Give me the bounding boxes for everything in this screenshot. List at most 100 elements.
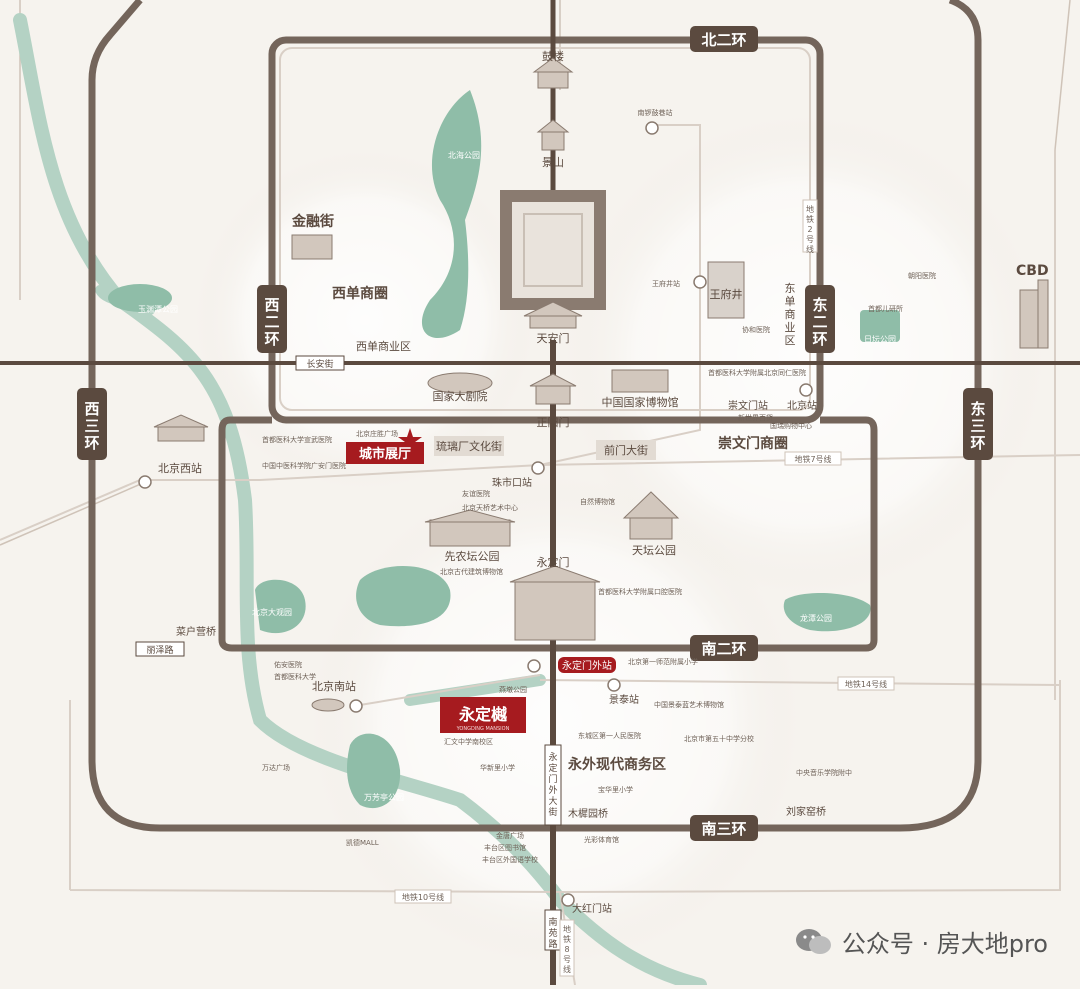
vertical-char: 街 xyxy=(548,806,557,818)
ring-roads xyxy=(88,0,982,832)
poi-wanda: 万达广场 xyxy=(262,763,290,772)
north2-label: 北二环 xyxy=(701,31,746,49)
beijing-station-label: 北京站 xyxy=(787,399,817,412)
vertical-char: 环 xyxy=(812,330,827,348)
xiannongtan-label: 先农坛公园 xyxy=(445,549,500,563)
muxiyuan-label: 木樨园桥 xyxy=(568,807,608,820)
metro-station-icon xyxy=(645,121,659,135)
wanfangting-park xyxy=(347,733,401,809)
liujiayao-label: 刘家窑桥 xyxy=(786,805,826,818)
beijing-west-label: 北京西站 xyxy=(158,461,202,475)
ritan-label: 日坛公园 xyxy=(864,334,896,344)
jingtai-label: 景泰站 xyxy=(609,693,639,706)
district-labels: 西单商圈 西单商业区 崇文门商圈 东单商业区 永外现代商务区 CBD 金融街 xyxy=(291,213,1049,773)
vertical-char: 2 xyxy=(807,225,812,234)
east2-label: 东二环 xyxy=(812,296,827,348)
zhushikou-label: 珠市口站 xyxy=(492,476,532,489)
yongdingmen-label: 永定门 xyxy=(537,555,570,569)
poi-youyi: 友谊医院 xyxy=(462,489,490,498)
vertical-char: 地 xyxy=(806,204,814,214)
vertical-char: 门 xyxy=(548,773,557,785)
third-ring xyxy=(88,0,982,832)
wanfangting-label: 万芳亭公园 xyxy=(364,792,404,802)
liulichang-label: 琉璃厂文化街 xyxy=(436,439,502,453)
wangfujing-label: 王府井 xyxy=(710,287,743,301)
metro-station-icon xyxy=(349,699,363,713)
vertical-char: 环 xyxy=(264,330,279,348)
vertical-char: 号 xyxy=(806,235,814,244)
subway-south-link xyxy=(359,674,541,706)
poi-baohua: 宝华里小学 xyxy=(598,785,633,794)
vertical-char: 大 xyxy=(548,795,557,807)
jinrong-label: 金融街 xyxy=(291,213,334,230)
poi-tongren: 首都医科大学附属北京同仁医院 xyxy=(708,368,806,377)
vertical-char: 定 xyxy=(548,762,557,774)
line7-label: 地铁7号线 xyxy=(794,454,831,464)
vertical-char: 业 xyxy=(785,321,796,334)
wangfujing-station-label: 王府井站 xyxy=(652,279,680,288)
poi-jinsheng: 金唐广场 xyxy=(496,831,524,840)
beijing-south-label: 北京南站 xyxy=(312,679,356,693)
chongwenmen-label: 崇文门站 xyxy=(728,399,768,412)
vertical-char: 东 xyxy=(785,282,796,295)
yongdingmenwai-label: 永定门外站 xyxy=(562,659,612,672)
chongwen-zone xyxy=(565,115,1045,595)
metro-station-icon xyxy=(561,893,575,907)
metro-station-icon xyxy=(799,383,813,397)
poi-guanganmen: 中国中医科学院广安门医院 xyxy=(262,461,346,470)
subway-line14 xyxy=(539,679,1061,686)
forbidden-city xyxy=(500,190,606,310)
west2-label: 西二环 xyxy=(264,296,279,348)
vertical-char: 8 xyxy=(564,945,569,954)
project-english-name: YONGDING MANSION xyxy=(456,726,510,732)
vertical-char: 环 xyxy=(84,434,99,452)
wechat-icon xyxy=(795,928,831,954)
poi-gudai: 北京古代建筑博物馆 xyxy=(440,567,503,576)
vertical-char: 铁 xyxy=(806,214,814,224)
poi-kaide: 凯德MALL xyxy=(346,838,379,847)
longtan-park xyxy=(783,593,871,632)
yuyuantan-park xyxy=(108,284,172,312)
landmark-labels: 鼓楼 景山 天安门 正阳门 永定门 国家大剧院 中国国家博物馆 天坛公园 先农坛… xyxy=(158,49,826,820)
yongwai-label: 永外现代商务区 xyxy=(567,756,666,773)
poi-guangcai: 光彩体育馆 xyxy=(584,835,619,844)
qianmen-label: 前门大街 xyxy=(604,443,648,457)
poi-ziran: 自然博物馆 xyxy=(580,497,615,506)
building-sketches xyxy=(153,57,1049,712)
dahongmen-label: 大红门站 xyxy=(572,902,612,915)
poi-wushi: 北京市第五十中学分校 xyxy=(684,734,754,743)
beihai-label: 北海公园 xyxy=(448,150,480,160)
museum-label: 中国国家博物馆 xyxy=(602,395,679,409)
line10-label: 地铁10号线 xyxy=(402,892,444,902)
vertical-char: 西 xyxy=(264,296,279,314)
poi-zhongyang-yinyue: 中央音乐学院附中 xyxy=(796,768,852,777)
exhibition-label: 城市展厅 xyxy=(359,446,411,462)
yongdingwai-label: 永定门外大街 xyxy=(548,751,557,818)
vertical-char: 号 xyxy=(563,955,571,964)
poi-xuanwu: 首都医科大学宣武医院 xyxy=(262,435,332,444)
vertical-char: 单 xyxy=(785,295,796,308)
east3-label: 东三环 xyxy=(970,400,985,452)
poi-kouqiang: 首都医科大学附属口腔医院 xyxy=(598,587,682,596)
second-ring-north xyxy=(268,36,824,424)
vertical-char: 区 xyxy=(785,334,796,347)
daguan-label: 北京大观园 xyxy=(252,607,292,617)
xidan-circle-label: 西单商圈 xyxy=(332,285,388,302)
line14-label: 地铁14号线 xyxy=(845,679,887,689)
poi-fengtai-tushu: 丰台区图书馆 xyxy=(484,843,526,852)
parks-layer xyxy=(108,90,900,809)
poi-xiehe: 协和医院 xyxy=(742,325,770,334)
poi-huaxin-hosp: 佑安医院 xyxy=(274,660,302,669)
south3-label: 南三环 xyxy=(701,820,746,838)
vertical-char: 二 xyxy=(264,313,279,331)
stations: 南锣鼓巷站 王府井站 崇文门站 珠市口站 永定门外站 景泰站 大红门站 xyxy=(138,108,813,915)
vertical-char: 南 xyxy=(548,916,557,928)
wangfujing-block xyxy=(707,261,745,319)
poi-shoudu-er: 首都儿研所 xyxy=(868,304,903,313)
theatre-label: 国家大剧院 xyxy=(433,389,488,403)
vertical-char: 东 xyxy=(812,296,827,314)
zhengyangmen-label: 正阳门 xyxy=(537,415,570,429)
